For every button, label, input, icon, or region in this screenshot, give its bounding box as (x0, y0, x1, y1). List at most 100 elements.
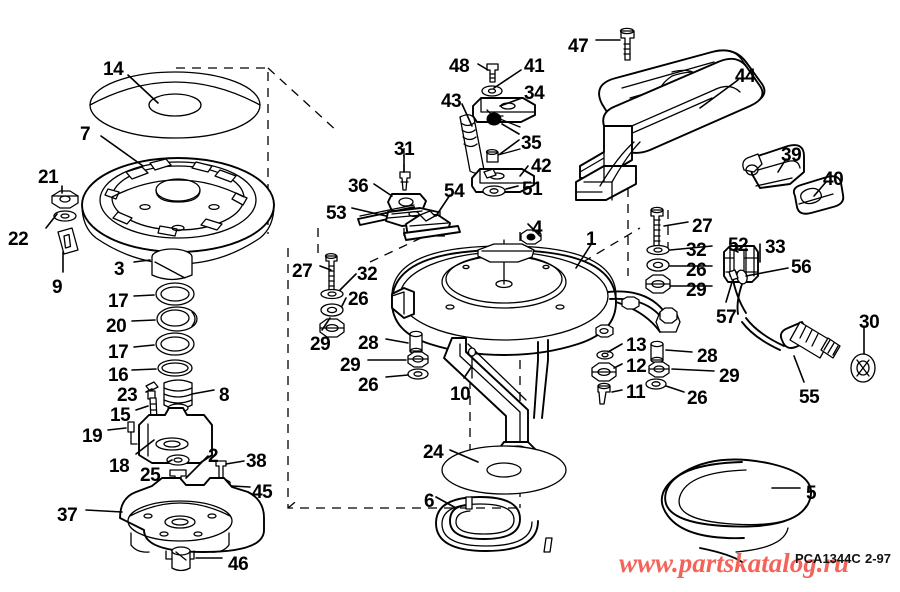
callout-27-right: 27 (692, 216, 713, 237)
callout-41: 41 (524, 56, 545, 77)
callout-26-right: 26 (686, 260, 707, 281)
callout-19: 19 (82, 426, 103, 447)
part-55-plug-boot (741, 317, 841, 359)
callout-38: 38 (246, 451, 267, 472)
callout-29-left: 29 (310, 334, 331, 355)
callout-2: 2 (208, 446, 219, 467)
housing-arm-fasteners (595, 296, 678, 338)
part-54-lever (403, 210, 461, 241)
callout-42: 42 (531, 156, 552, 177)
callout-51: 51 (522, 179, 543, 200)
callout-32-left: 32 (357, 264, 378, 285)
callout-23: 23 (117, 385, 138, 406)
part-27-bolt-right (650, 206, 664, 247)
part-30-grommet (850, 353, 876, 383)
part-21-lock-nut (51, 190, 79, 209)
callout-29-right2: 29 (719, 366, 740, 387)
part-5-starter-rope (660, 458, 813, 563)
callout-40: 40 (823, 169, 844, 190)
callout-56: 56 (791, 257, 812, 278)
part-19-pin (127, 421, 138, 445)
part-11-screw (597, 382, 611, 405)
part-17-washer-lower (155, 332, 195, 356)
callout-5: 5 (806, 483, 817, 504)
callout-45: 45 (252, 482, 273, 503)
part-14-cover-disc (89, 71, 261, 139)
part-6-recoil-spring (435, 496, 553, 553)
callout-25: 25 (140, 465, 161, 486)
callout-17-upper: 17 (108, 291, 129, 312)
callout-37: 37 (57, 505, 78, 526)
callout-47: 47 (568, 36, 589, 57)
callout-46: 46 (228, 554, 249, 575)
callout-11: 11 (626, 382, 646, 403)
part-26-washer-right (646, 258, 670, 272)
callout-35: 35 (521, 133, 542, 154)
callout-43: 43 (441, 91, 462, 112)
callout-26-right2: 26 (687, 388, 708, 409)
site-watermark: www.partskatalog.ru (619, 548, 850, 578)
part-29-locknut-right (645, 274, 671, 294)
part-12-nut (591, 362, 617, 382)
callout-7: 7 (80, 124, 91, 145)
part-44-handle-bracket (575, 49, 766, 201)
callout-33: 33 (765, 237, 786, 258)
part-39-lock-lever (742, 144, 805, 189)
part-46-bushing (171, 546, 191, 572)
callout-32-right: 32 (686, 240, 707, 261)
callout-28-right: 28 (697, 346, 718, 367)
callout-55: 55 (799, 387, 820, 408)
callout-34: 34 (524, 83, 545, 104)
callout-17-lower: 17 (108, 342, 129, 363)
part-48-screw (486, 63, 499, 83)
callout-18: 18 (109, 456, 130, 477)
part-28-spacer-center (409, 330, 423, 355)
page-code: PCA1344C (795, 551, 861, 566)
part-4-nut (520, 229, 542, 245)
callout-26-center: 26 (358, 375, 379, 396)
callout-22: 22 (8, 229, 29, 250)
callout-29-right: 29 (686, 280, 707, 301)
callout-13: 13 (626, 335, 647, 356)
callout-30: 30 (859, 312, 880, 333)
callout-6: 6 (424, 491, 435, 512)
page-date: 2-97 (865, 551, 892, 566)
part-16-thin-washer (157, 359, 193, 377)
part-29-locknut-right2 (648, 361, 670, 378)
part-25-washer (166, 454, 190, 466)
callout-44: 44 (735, 66, 756, 87)
part-24-friction-washer (441, 445, 567, 495)
part-9-key (57, 227, 79, 255)
part-26-washer-center (407, 368, 429, 380)
part-28-spacer-right (650, 340, 664, 364)
part-43-spring-rod (459, 114, 485, 174)
part-32-washer-right (646, 244, 670, 256)
part-20-spacer (156, 306, 198, 332)
callout-4: 4 (532, 218, 543, 239)
part-40-retainer-plate (792, 175, 845, 215)
part-13-pin (596, 350, 614, 360)
part-26-washer-left (320, 303, 344, 317)
callout-8: 8 (219, 385, 230, 406)
part-31-screw (399, 171, 411, 191)
callout-39: 39 (781, 145, 802, 166)
part-22-washer (53, 210, 77, 222)
callout-28-center: 28 (358, 333, 379, 354)
part-17-washer-upper (155, 282, 195, 306)
callout-54: 54 (444, 181, 465, 202)
callout-12: 12 (626, 356, 647, 377)
callout-27-left: 27 (292, 261, 313, 282)
part-35-pin-lower (485, 148, 521, 163)
callout-53: 53 (326, 203, 347, 224)
part-7-pulley-sheave (81, 157, 275, 265)
callout-10: 10 (450, 384, 471, 405)
callout-29-center: 29 (340, 355, 361, 376)
callout-24: 24 (423, 442, 444, 463)
part-35-pin-upper (486, 112, 521, 128)
part-27-bolt-left (324, 252, 338, 292)
callout-20: 20 (106, 316, 127, 337)
callout-3: 3 (114, 259, 125, 280)
callout-31: 31 (394, 139, 415, 160)
